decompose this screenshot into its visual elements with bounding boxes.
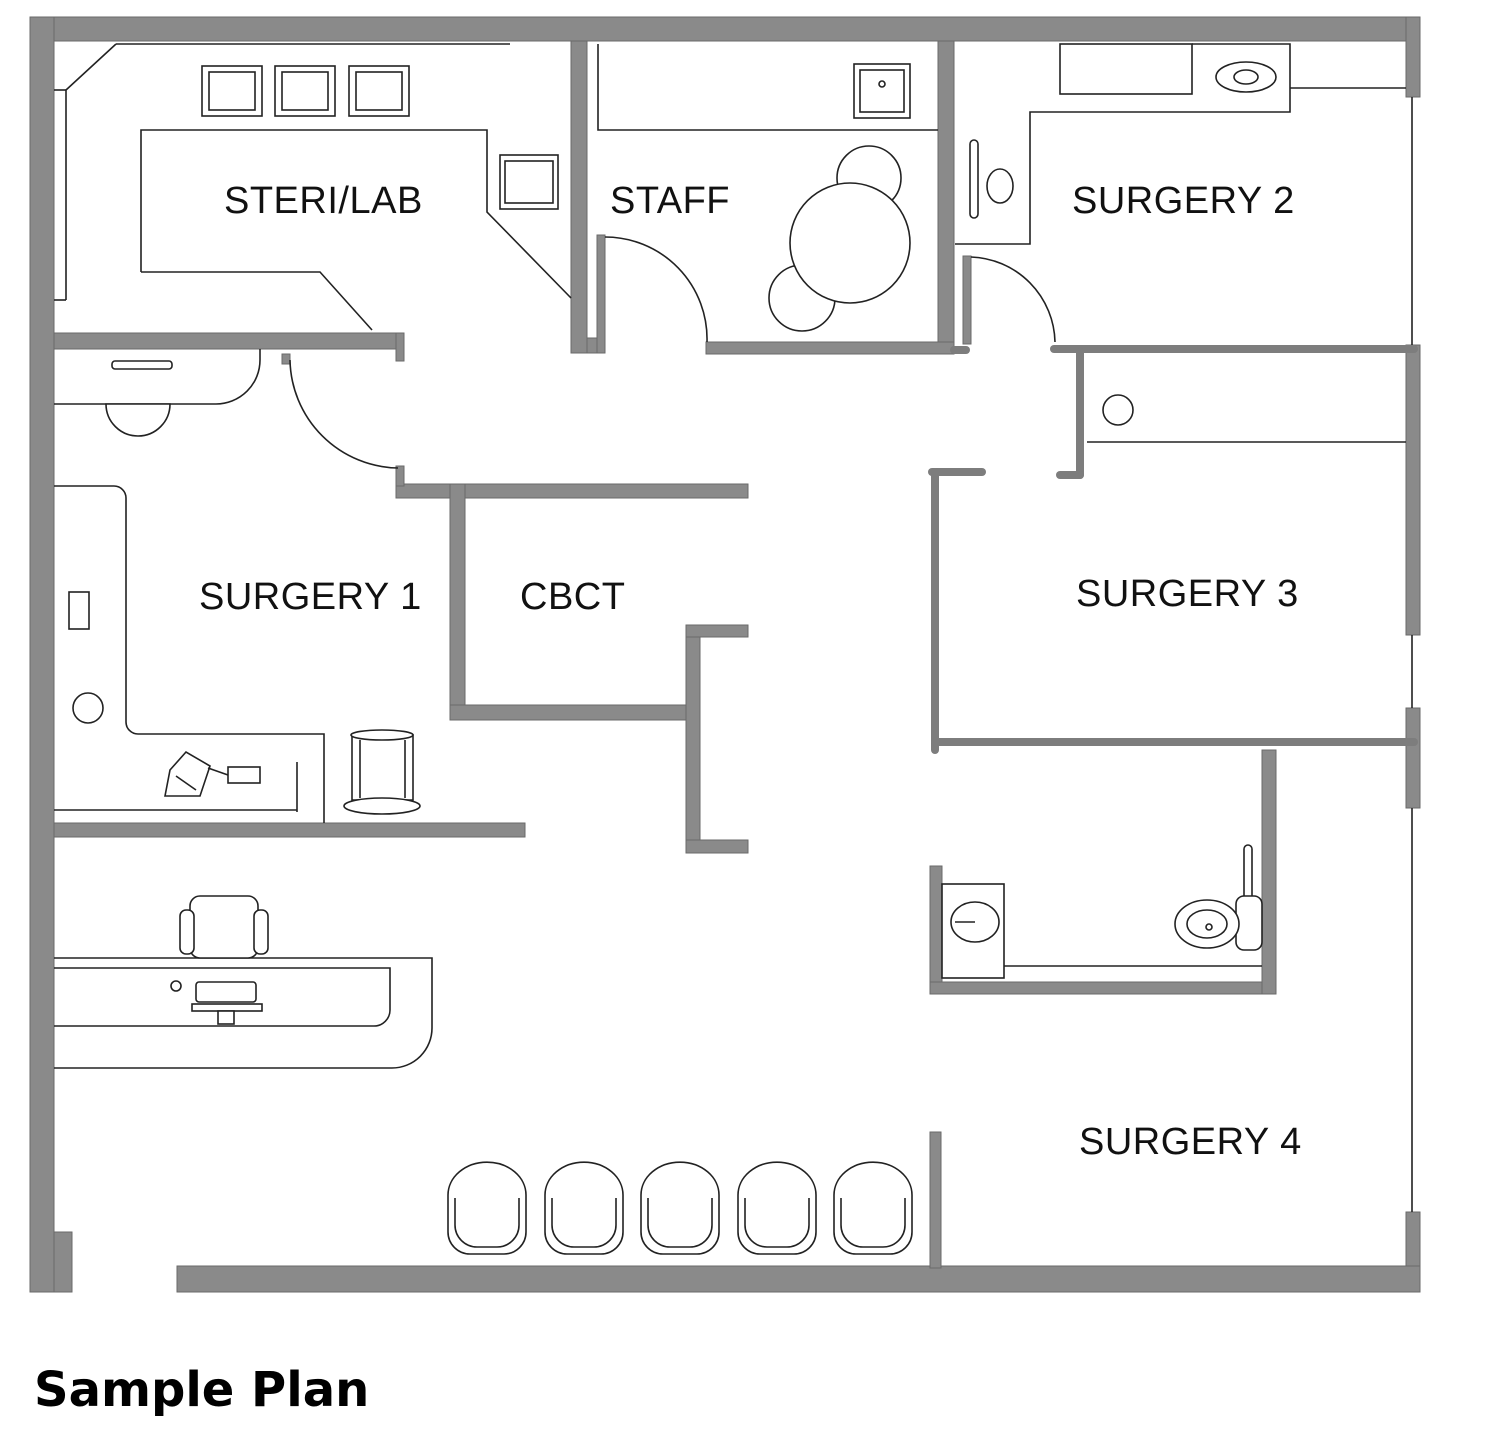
room-label-steri-lab: STERI/LAB	[224, 180, 423, 222]
room-label-staff: STAFF	[610, 180, 731, 222]
cylinder-unit-icon	[343, 729, 421, 815]
waiting-chair-5-icon	[833, 1161, 913, 1255]
waiting-chair-3-icon	[640, 1161, 720, 1255]
wall-surgery4-left	[929, 1131, 942, 1269]
surgery1-door-swing	[289, 359, 399, 469]
surgery2-stool-icon	[986, 168, 1014, 204]
surgery3-stool-icon	[1102, 394, 1134, 426]
room-label-surgery-1: SURGERY 1	[199, 576, 422, 618]
wall-right-3	[1405, 707, 1421, 809]
wall-bottom	[176, 1265, 1421, 1293]
surgery1-top-bench	[54, 349, 261, 405]
room-label-surgery-4: SURGERY 4	[1079, 1121, 1302, 1163]
wall-steri-bottom	[53, 332, 405, 350]
staff-table-icon	[789, 182, 911, 304]
dental-chair-icon	[164, 750, 261, 797]
computer-icon	[191, 981, 263, 1025]
wall-right-1	[1405, 16, 1421, 98]
room-label-surgery-3: SURGERY 3	[1076, 573, 1299, 615]
interior-walls	[53, 40, 1418, 1269]
staff-bench	[597, 44, 938, 131]
waiting-chairs	[447, 1161, 913, 1255]
steri-lab-fixtures	[54, 43, 572, 331]
reception-chair-icon	[179, 895, 269, 959]
wall-staff-surgery2	[937, 40, 955, 354]
wall-left-foot	[53, 1231, 73, 1293]
surgery2-bench	[955, 43, 1291, 245]
surgery1-switch-icon	[68, 591, 90, 630]
surgery2-fixtures	[955, 43, 1406, 345]
waiting-chair-2-icon	[544, 1161, 624, 1255]
outer-walls	[29, 16, 1421, 1293]
surgery1-bench	[54, 485, 325, 823]
reception-fixtures	[54, 895, 433, 1069]
wall-staff-bottom	[705, 341, 955, 355]
wall-cbct-top	[395, 483, 749, 499]
wall-top	[29, 16, 1421, 42]
surgery3-top-fixtures	[1087, 394, 1406, 443]
surgery1-fixtures	[54, 349, 421, 823]
surgery1-stool-icon	[105, 403, 171, 437]
wall-cbct-bottom	[449, 704, 701, 721]
staff-door-swing	[604, 236, 708, 343]
waiting-chair-1-icon	[447, 1161, 527, 1255]
bathroom-fixtures	[941, 844, 1263, 979]
wall-cbct-right	[685, 624, 701, 854]
reception-desk	[54, 957, 433, 1069]
wall-bath-left	[929, 865, 943, 995]
plan-caption: Sample Plan	[34, 1362, 370, 1418]
wall-steri-staff	[570, 40, 588, 354]
wall-bath-bottom	[929, 981, 1277, 995]
room-label-cbct: CBCT	[520, 576, 626, 618]
lab-bench	[140, 129, 572, 299]
wall-cbct-left	[449, 483, 466, 721]
waiting-chair-4-icon	[737, 1161, 817, 1255]
surgery2-door-swing	[970, 256, 1056, 343]
staff-fixtures	[596, 44, 938, 354]
wall-right-2	[1405, 344, 1421, 636]
room-label-surgery-2: SURGERY 2	[1072, 180, 1295, 222]
surgery2-cabinet	[1059, 43, 1193, 95]
toilet-icon	[1174, 895, 1263, 951]
wall-bath-right	[1261, 749, 1277, 995]
wall-left	[29, 16, 55, 1293]
wall-surgery1-bottom	[53, 822, 526, 838]
cabinet-group	[201, 65, 410, 117]
